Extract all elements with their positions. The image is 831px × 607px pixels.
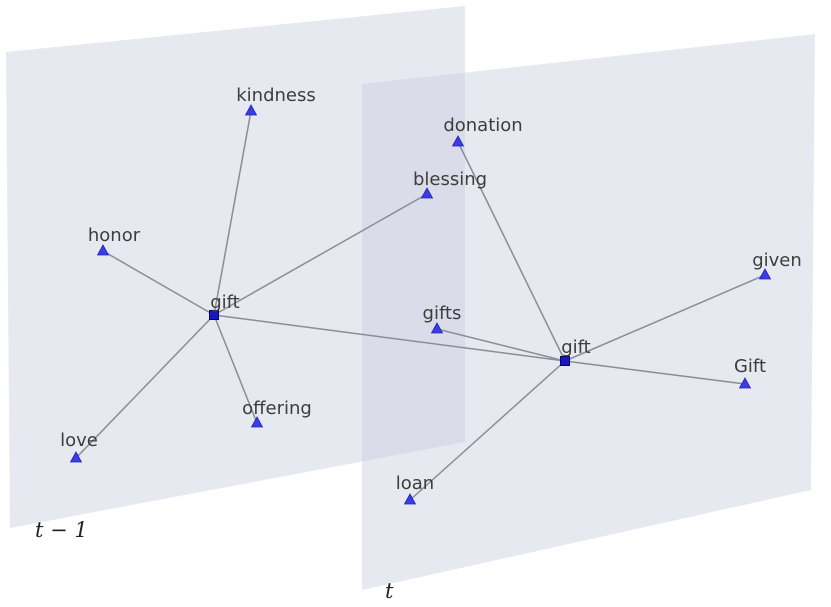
center-node-gift-curr <box>560 356 570 366</box>
edge-gift_curr-gifts <box>436 328 566 362</box>
word-label-honor: honor <box>88 225 141 246</box>
edge-gift_curr-loan <box>409 360 566 501</box>
edge-gift_prev-love <box>75 314 215 459</box>
neighbor-node-donation <box>451 135 465 147</box>
planes-layer <box>6 6 815 590</box>
nodes-layer <box>69 104 772 505</box>
neighbor-node-offering <box>250 416 264 428</box>
plane-t <box>362 34 815 590</box>
edges-layer <box>75 110 766 501</box>
labels-layer: t − 1 t gift kindness honor blessing offerin… <box>35 85 802 603</box>
edge-gift_curr-donation <box>457 141 566 362</box>
word-label-gift-curr: gift <box>561 337 591 358</box>
center-node-gift-prev <box>209 310 219 320</box>
neighbor-node-loan <box>403 493 417 505</box>
plane-label-t: t <box>385 579 394 603</box>
neighbor-node-love <box>69 451 83 463</box>
neighbor-node-gifts <box>430 322 444 334</box>
word-label-loan: loan <box>396 473 434 494</box>
word-label-donation: donation <box>443 115 522 136</box>
word-label-offering: offering <box>242 398 312 419</box>
word-label-Gift: Gift <box>734 356 766 377</box>
edge-gift_prev-offering <box>213 314 258 424</box>
neighbor-node-given <box>758 268 772 280</box>
neighbor-node-gift <box>738 377 752 389</box>
plane-t-minus-1 <box>6 6 465 528</box>
neighbor-node-kindness <box>244 104 258 116</box>
edge-gift_prev-honor <box>102 250 215 316</box>
word-label-love: love <box>60 430 98 451</box>
edge-gift_prev-kindness <box>213 110 252 316</box>
word-label-blessing: blessing <box>413 169 487 190</box>
edge-gift_curr-Gift <box>564 360 746 385</box>
neighbor-node-blessing <box>420 187 434 199</box>
word-label-gifts: gifts <box>423 303 462 324</box>
word-label-gift-prev: gift <box>210 292 240 313</box>
word-label-given: given <box>752 250 802 271</box>
word-label-kindness: kindness <box>236 85 316 106</box>
edge-gift_curr-given <box>564 274 766 362</box>
neighbor-node-honor <box>96 244 110 256</box>
edge-gift_prev-gift_curr <box>213 314 566 362</box>
edge-gift_prev-blessing <box>213 193 428 316</box>
plane-label-t-minus-1: t − 1 <box>35 518 88 542</box>
